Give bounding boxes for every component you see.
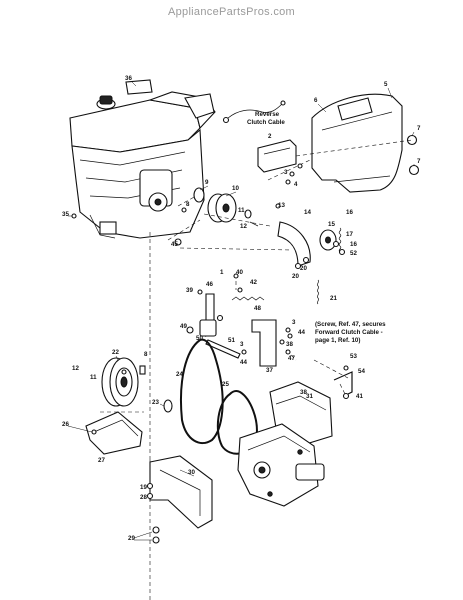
bracket-50 (199, 319, 217, 337)
callout-7-upper: 7 (417, 125, 421, 132)
callout-11-lower: 11 (90, 374, 97, 381)
callout-3-upper: 3 (284, 169, 288, 176)
decal-5 (337, 97, 373, 121)
washer-11 (244, 209, 252, 219)
callout-14: 14 (304, 209, 311, 216)
callout-30: 30 (188, 469, 195, 476)
callout-37: 37 (266, 367, 273, 374)
callout-38-lower: 38 (300, 389, 307, 396)
callout-42: 42 (250, 279, 257, 286)
bracket-30 (149, 455, 213, 529)
callout-46: 46 (206, 281, 213, 288)
callout-35: 35 (62, 211, 69, 218)
callout-9: 9 (205, 179, 209, 186)
callout-16-lower: 16 (350, 241, 357, 248)
callout-52: 52 (350, 250, 357, 257)
callout-44-right: 44 (298, 329, 305, 336)
engine (69, 91, 216, 239)
hardware (71, 163, 350, 544)
callout-17: 17 (346, 231, 353, 238)
callout-29: 29 (128, 535, 135, 542)
washer-23 (163, 399, 173, 413)
callout-49: 49 (180, 323, 187, 330)
site-watermark: AppliancePartsPros.com (167, 6, 296, 18)
callout-2: 2 (268, 133, 272, 140)
leader-lines (67, 81, 415, 541)
callout-8-upper: 8 (186, 201, 190, 208)
reverse-clutch-cable (222, 100, 286, 124)
pulley-10 (207, 193, 237, 223)
callout-44-mid: 44 (240, 359, 247, 366)
callout-31: 31 (306, 393, 313, 400)
callout-50: 50 (196, 335, 203, 342)
callout-47: 47 (288, 355, 295, 362)
callout-28: 28 (140, 494, 147, 501)
callout-48: 48 (254, 305, 261, 312)
key-8 (139, 365, 146, 375)
callout-40: 40 (236, 269, 243, 276)
callout-23: 23 (152, 399, 159, 406)
belt-24 (179, 338, 224, 445)
callout-16-upper: 16 (346, 209, 353, 216)
callout-25: 25 (222, 381, 229, 388)
callout-27: 27 (98, 457, 105, 464)
svg-text:Reverse: Reverse (255, 111, 280, 118)
spacer-9 (193, 187, 205, 203)
svg-text:Forward Clutch Cable -: Forward Clutch Cable - (315, 329, 383, 336)
callout-36: 36 (125, 75, 132, 82)
spring-16 (338, 227, 342, 253)
callout-12-upper: 12 (240, 223, 247, 230)
shift-rod-54 (333, 371, 353, 397)
callout-39: 39 (186, 287, 193, 294)
engine-pulley-22 (101, 357, 139, 407)
callout-20-upper: 20 (292, 273, 299, 280)
callout-21: 21 (330, 295, 337, 302)
transmission (237, 423, 325, 507)
callout-3-mid: 3 (240, 341, 244, 348)
callout-6: 6 (314, 97, 318, 104)
decal-36 (125, 79, 153, 95)
callout-20-lower: 20 (300, 265, 307, 272)
callout-41: 41 (356, 393, 363, 400)
callout-24: 24 (176, 371, 183, 378)
callout-10: 10 (232, 185, 239, 192)
spring-21 (317, 279, 319, 305)
screw-note: (Screw, Ref. 47, secures Forward Clutch … (315, 321, 386, 344)
bracket-37 (251, 319, 277, 367)
belt-cover-6 (311, 93, 403, 193)
callout-7-lower: 7 (417, 158, 421, 165)
callout-19: 19 (140, 484, 147, 491)
callout-54: 54 (358, 368, 365, 375)
spring-48 (231, 296, 265, 301)
bracket-2 (257, 139, 297, 173)
callout-1: 1 (220, 269, 224, 276)
reverse-cable-label: Reverse Clutch Cable (247, 111, 285, 126)
svg-text:page 1, Ref. 10): page 1, Ref. 10) (315, 337, 360, 344)
nut-7-lower (408, 164, 420, 176)
callout-3-right: 3 (292, 319, 296, 326)
callout-8-lower: 8 (144, 351, 148, 358)
callout-13: 13 (278, 202, 285, 209)
callout-51: 51 (228, 337, 235, 344)
nut-7-upper (406, 134, 418, 146)
svg-text:Clutch Cable: Clutch Cable (247, 119, 285, 126)
callout-45: 45 (171, 241, 178, 248)
callout-15: 15 (328, 221, 335, 228)
callout-12-lower: 12 (72, 365, 79, 372)
callout-labels: 36 5 6 7 7 2 3 4 9 10 8 11 12 13 14 15 1… (62, 75, 421, 542)
callout-5: 5 (384, 81, 388, 88)
callout-11-upper: 11 (238, 207, 245, 214)
callout-38-upper: 38 (286, 341, 293, 348)
callout-53: 53 (350, 353, 357, 360)
callout-4: 4 (294, 181, 298, 188)
svg-text:(Screw, Ref. 47, secures: (Screw, Ref. 47, secures (315, 321, 386, 328)
callout-22: 22 (112, 349, 119, 356)
callout-26: 26 (62, 421, 69, 428)
